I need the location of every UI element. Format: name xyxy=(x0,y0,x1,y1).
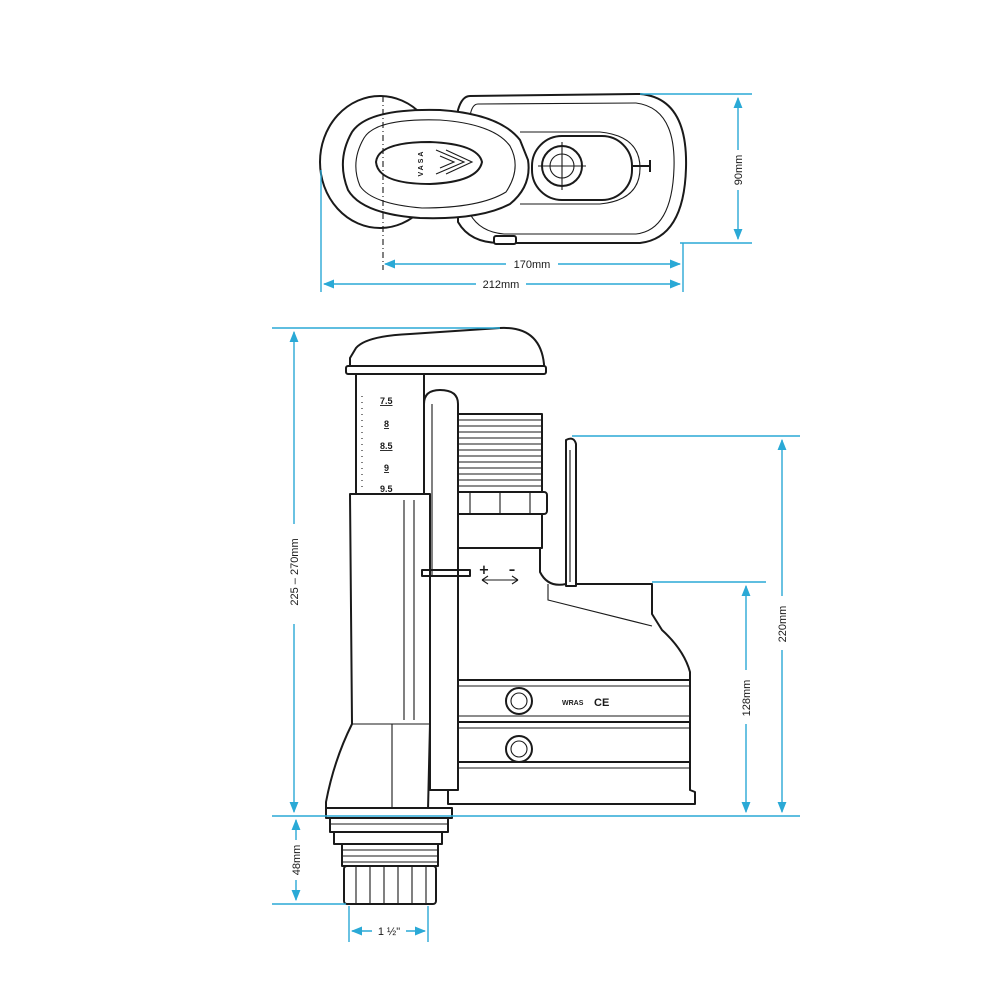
top-logo-plate xyxy=(375,141,483,185)
dim-90mm-label: 90mm xyxy=(733,155,745,186)
dim-128mm-label: 128mm xyxy=(741,680,753,717)
dim-225-270mm-label: 225 – 270mm xyxy=(289,538,301,605)
wras-mark: WRAS xyxy=(562,700,584,707)
top-view: VASA xyxy=(319,93,688,270)
dim-220mm-label: 220mm xyxy=(777,606,789,643)
adjust-plus-icon: + xyxy=(479,563,490,578)
logo-chevron-icon xyxy=(435,149,474,175)
dim-170mm-label: 170mm xyxy=(514,259,551,271)
thread-section xyxy=(341,843,439,867)
scale-mark-7-5: 7.5 xyxy=(380,396,393,406)
cap-rim xyxy=(345,365,547,375)
scale-mark-9: 9 xyxy=(384,463,389,473)
dim-48mm-label: 48mm xyxy=(291,845,303,876)
scale-mark-8-5: 8.5 xyxy=(380,441,393,451)
side-view-dimensions: 225 – 270mm 220mm 128mm 48mm 1 ½" xyxy=(272,327,800,942)
adjust-minus-icon: – xyxy=(509,563,516,578)
scale-marks: 7.5 8 8.5 9 9.5 xyxy=(361,396,393,494)
float-arm xyxy=(565,437,577,587)
logo-text: VASA xyxy=(418,150,425,177)
top-view-dimensions: 90mm 170mm 212mm xyxy=(320,93,752,292)
bellows xyxy=(457,413,543,493)
top-cap xyxy=(349,326,545,371)
scale-mark-8: 8 xyxy=(384,419,389,429)
backnut xyxy=(343,865,437,905)
side-view: WRAS CE + – 7.5 8 8.5 9 9.5 xyxy=(325,326,696,905)
ce-mark: CE xyxy=(594,697,609,709)
double-arrow-icon xyxy=(481,575,519,585)
lower-plug-icon xyxy=(505,735,533,763)
dim-thread-size-label: 1 ½" xyxy=(378,926,400,938)
scale-mark-9-5: 9.5 xyxy=(380,484,393,494)
dim-212mm-label: 212mm xyxy=(483,279,520,291)
upper-plug-icon xyxy=(505,687,533,715)
graduated-tube xyxy=(355,371,425,495)
